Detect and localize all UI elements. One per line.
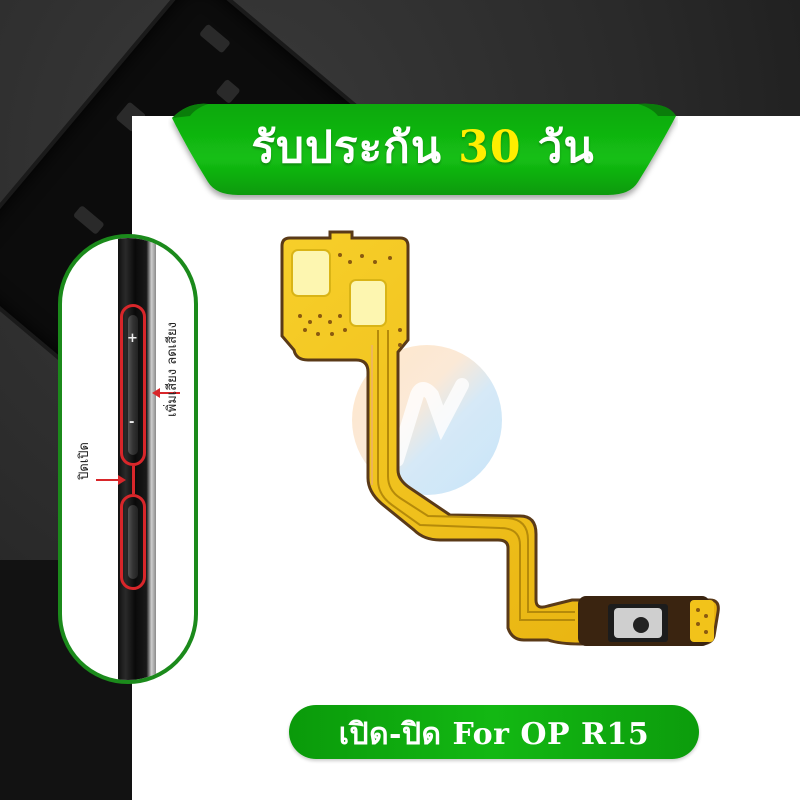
warranty-banner: รับประกัน 30 วัน xyxy=(168,100,678,196)
ribbon-shape xyxy=(172,103,676,195)
power-key xyxy=(128,505,138,579)
warranty-text: รับประกัน 30 วัน xyxy=(251,122,595,173)
power-arrow-head xyxy=(118,475,126,485)
power-arrow-line xyxy=(96,479,120,481)
volume-arrow-line xyxy=(158,392,180,394)
warranty-days-highlight: 30 xyxy=(458,122,522,173)
volume-button-highlight: + - xyxy=(120,304,146,466)
minus-sign: - xyxy=(129,415,135,430)
volume-arrow-head xyxy=(152,388,160,398)
power-button-highlight xyxy=(120,494,146,590)
plus-sign: + xyxy=(127,331,138,346)
button-location-callout: + - เพิ่มเสียง ลดเสียง ปิดเปิด xyxy=(58,234,198,684)
volume-key xyxy=(128,315,138,455)
product-name-badge: เปิด-ปิด For OP R15 xyxy=(289,705,699,759)
connector-line xyxy=(132,466,135,494)
product-name-text: เปิด-ปิด For OP R15 xyxy=(338,717,650,752)
